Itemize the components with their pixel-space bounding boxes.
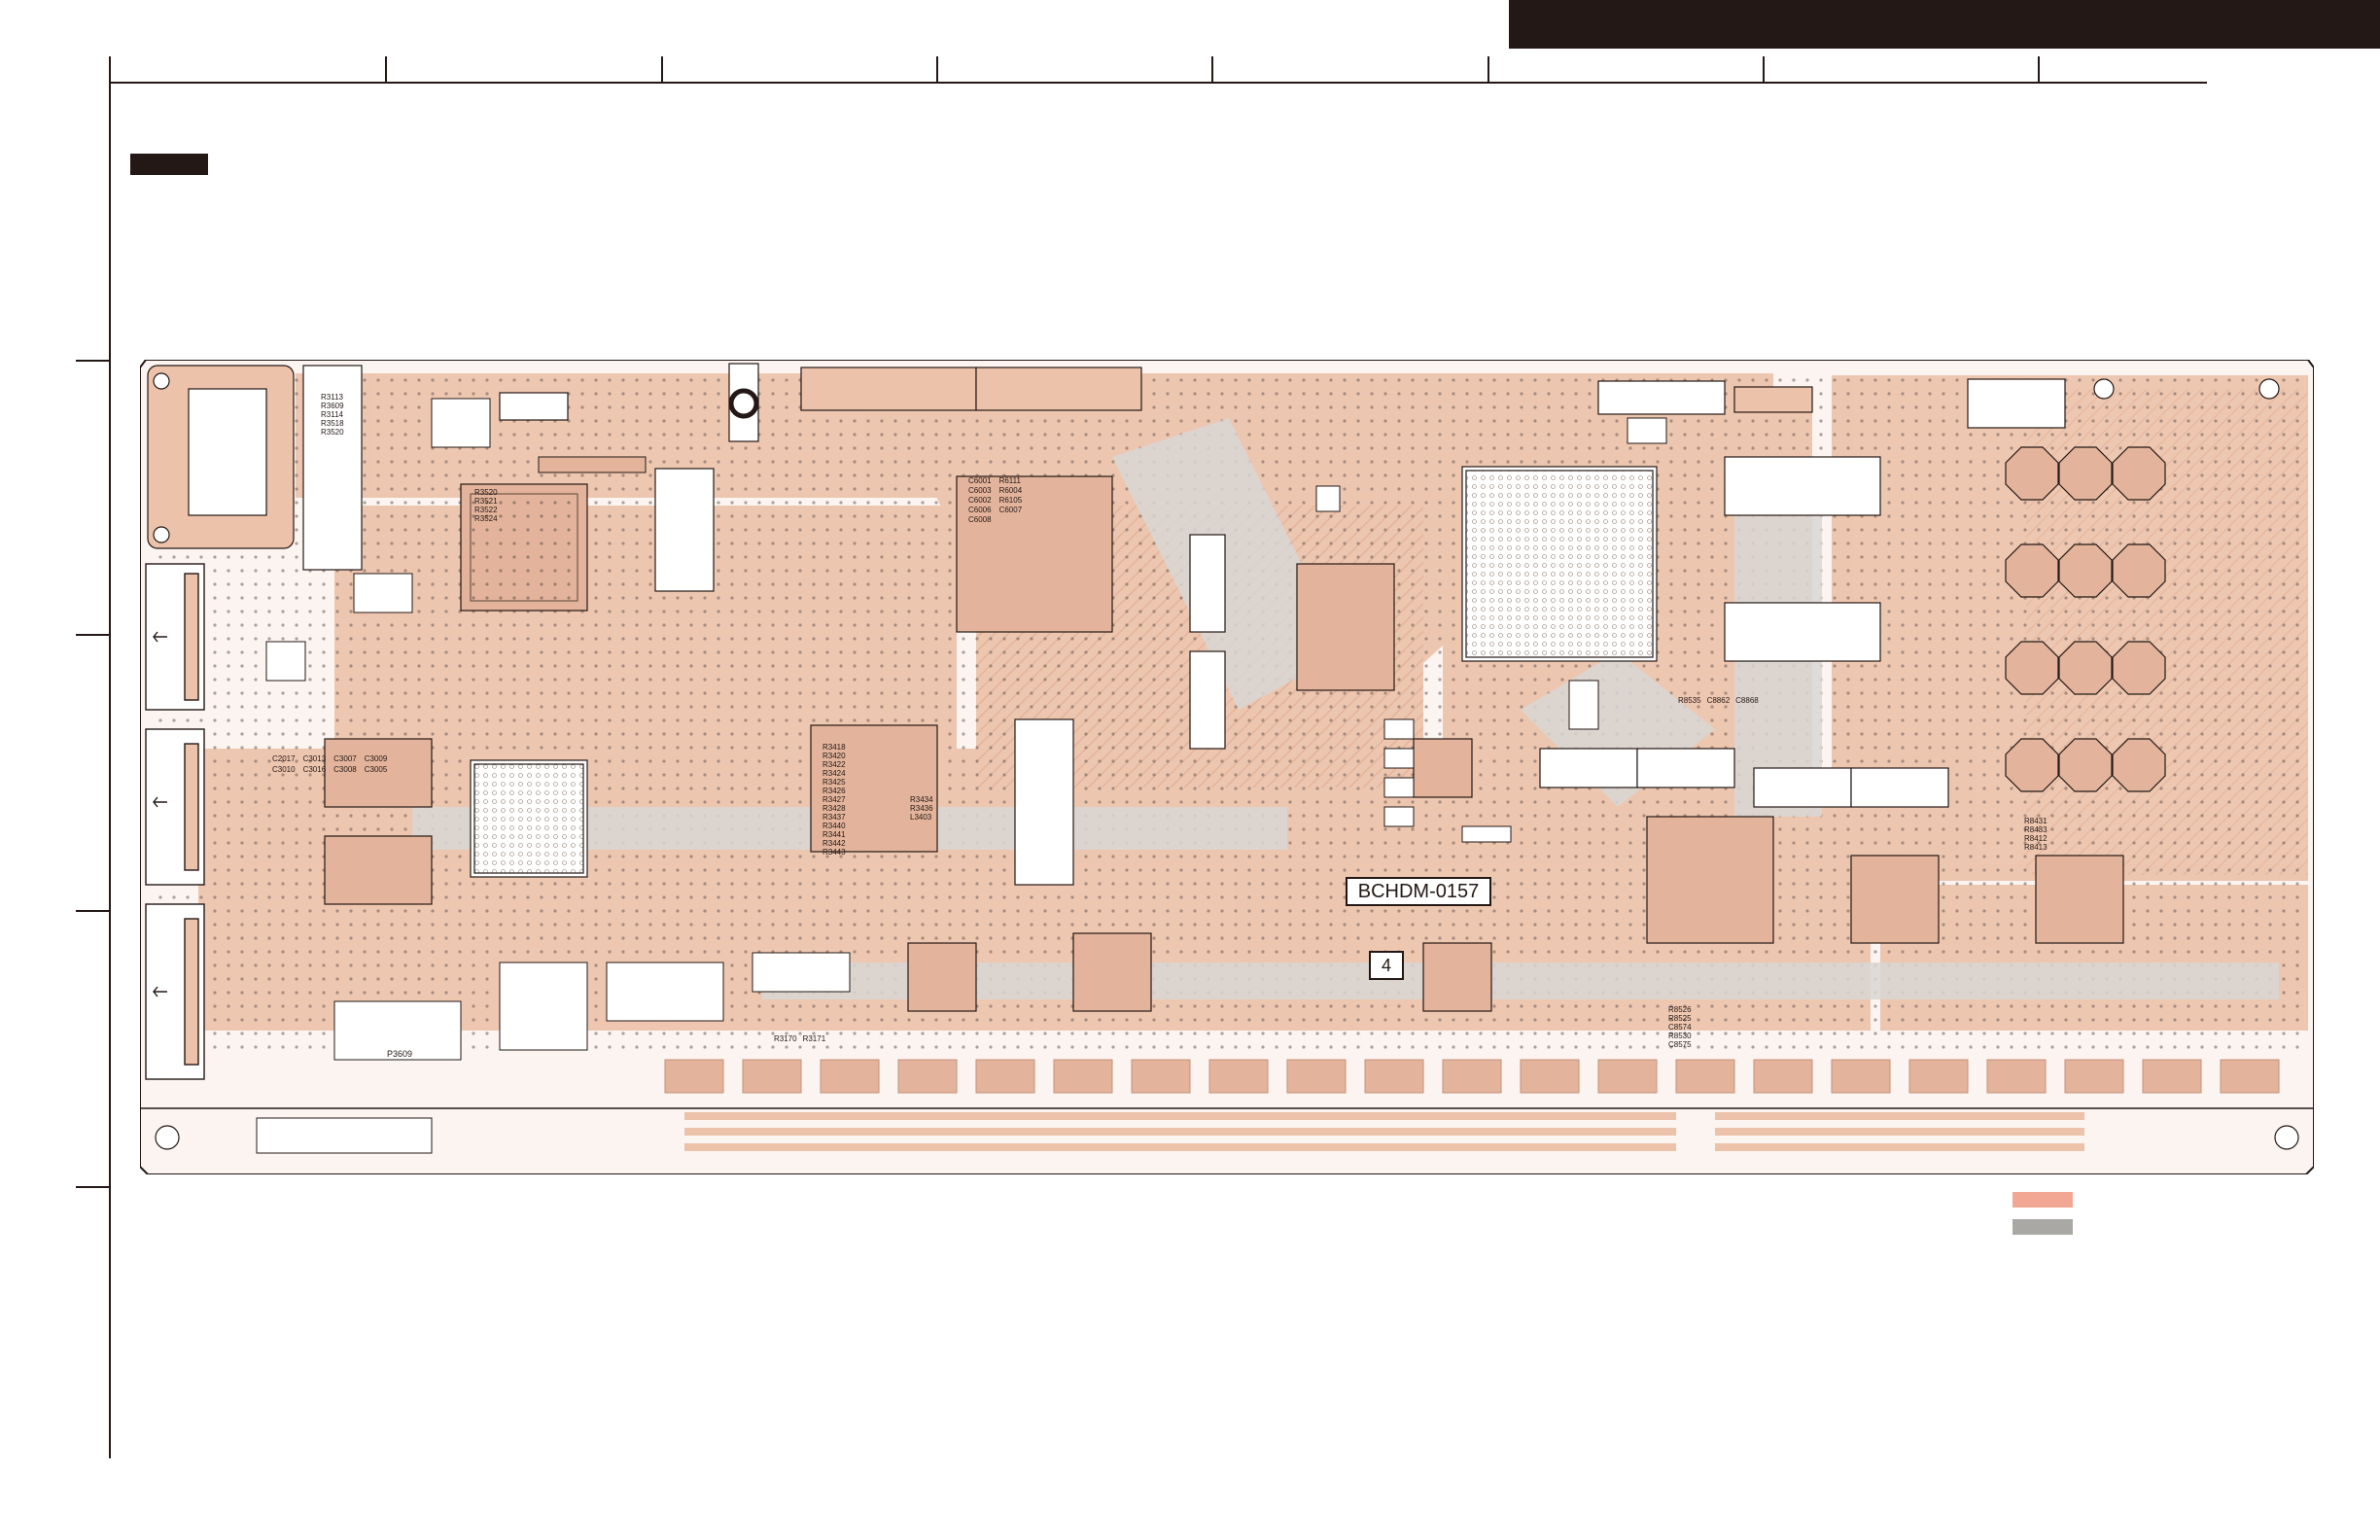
grid-column-tick: [1211, 56, 1213, 84]
ref-group-label: R3170 R3171: [774, 1034, 826, 1043]
page-header-bar: [1509, 0, 2380, 49]
ref-group-label: R8535 C8862 C8868: [1678, 696, 1759, 705]
bottom-connector: [256, 952, 851, 1154]
section-number: 4: [1369, 951, 1404, 980]
ref-group-label: C6001 R6111 C6003 R6004 C6002 R6105 C600…: [968, 476, 1023, 524]
grid-row-tick: [76, 634, 111, 636]
grid-row-tick: [76, 910, 111, 912]
power-inductor: [2005, 446, 2166, 792]
mounting-hole: [155, 378, 2299, 1150]
ref-group-label: R3418 R3420 R3422 R3424 R3425 R3426 R342…: [822, 743, 846, 857]
grid-column-tick: [1763, 56, 1765, 84]
legend-swatch-silk: [2012, 1219, 2073, 1235]
board-id-label: BCHDM-0157: [1346, 877, 1491, 906]
grid-column-tick: [936, 56, 938, 84]
frame-top-rule: [109, 82, 2207, 84]
grid-column-tick: [2038, 56, 2040, 84]
pcb-board: [140, 360, 2314, 1174]
corner-module: [147, 365, 363, 571]
left-connector: [145, 563, 205, 1080]
connector-label: P3609: [387, 1049, 413, 1059]
ref-group-label: C2017 C3013 C3007 C3009 C3010 C3016 C300…: [272, 754, 388, 774]
edge-pad: [664, 1059, 2280, 1094]
ref-group-label: R3113 R3609 R3114 R3518 R3520: [321, 393, 344, 437]
soic-package: [654, 456, 1949, 886]
ref-group-label: R3520 R3521 R3522 R3524: [474, 488, 498, 523]
header-connector: [499, 363, 2066, 442]
frame-left-rule: [109, 56, 111, 1458]
smd-component: [265, 398, 1667, 843]
edge-pad-strip: [684, 1112, 2084, 1151]
grid-column-tick: [661, 56, 663, 84]
ref-group-label: R8526 R8525 C8574 R8530 C8575: [1668, 1005, 1692, 1049]
grid-row-tick: [76, 1186, 111, 1188]
grid-column-tick: [385, 56, 387, 84]
grid-column-tick: [1488, 56, 1489, 84]
section-tag: [130, 154, 208, 175]
ref-group-label: R8431 R8433 R8412 R8413: [2024, 817, 2048, 852]
grid-row-tick: [76, 360, 111, 362]
legend-swatch-copper: [2012, 1192, 2073, 1208]
ref-group-label: R3434 R3436 L3403: [910, 795, 933, 822]
